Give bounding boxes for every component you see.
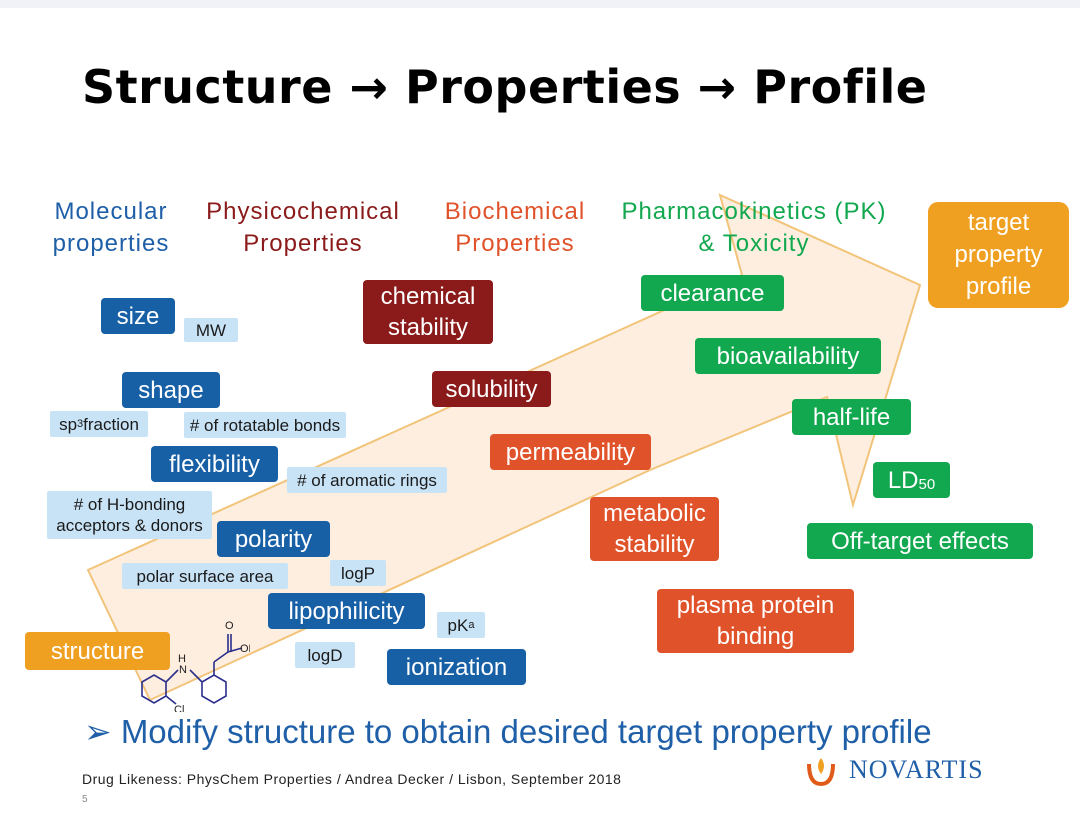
permeability-box: permeability <box>490 434 651 470</box>
footer-text: Drug Likeness: PhysChem Properties / And… <box>82 771 622 787</box>
off-target-effects-box: Off-target effects <box>807 523 1033 559</box>
lipophilicity-box: lipophilicity <box>268 593 425 629</box>
top-bar <box>0 0 1080 8</box>
polarity-box: polarity <box>217 521 330 557</box>
mw-descriptor: MW <box>184 318 238 342</box>
logd-descriptor: logD <box>295 642 355 668</box>
slide-title: Structure → Properties → Profile <box>82 60 928 114</box>
bioavailability-box: bioavailability <box>695 338 881 374</box>
diclofenac-molecule-icon: O OH H N Cl <box>141 620 250 712</box>
molecule-label-oh: OH <box>240 643 250 655</box>
header-pk-toxicity: Pharmacokinetics (PK)& Toxicity <box>621 198 887 257</box>
polar-surface-area-descriptor: polar surface area <box>122 563 288 589</box>
shape-box: shape <box>122 372 220 408</box>
ionization-box: ionization <box>387 649 526 685</box>
clearance-box: clearance <box>641 275 784 311</box>
rotatable-bonds-descriptor: # of rotatable bonds <box>184 412 346 438</box>
aromatic-rings-descriptor: # of aromatic rings <box>287 467 447 493</box>
solubility-box: solubility <box>432 371 551 407</box>
molecule-label-cl: Cl <box>174 704 184 712</box>
flexibility-box: flexibility <box>151 446 278 482</box>
size-box: size <box>101 298 175 334</box>
bullet-text: ➢ Modify structure to obtain desired tar… <box>84 713 932 750</box>
page-number: 5 <box>82 794 88 805</box>
molecule-label-o: O <box>225 620 234 632</box>
molecule-label-n: N <box>179 664 187 676</box>
molecule-label-h: H <box>178 653 186 665</box>
structure-label: structure <box>25 632 170 670</box>
novartis-flame-icon <box>807 758 835 786</box>
molecule-bonds <box>141 634 243 705</box>
novartis-logo-text: NOVARTIS <box>849 755 984 784</box>
half-life-box: half-life <box>792 399 911 435</box>
logp-descriptor: logP <box>330 560 386 586</box>
novartis-logo: NOVARTIS <box>805 754 984 786</box>
